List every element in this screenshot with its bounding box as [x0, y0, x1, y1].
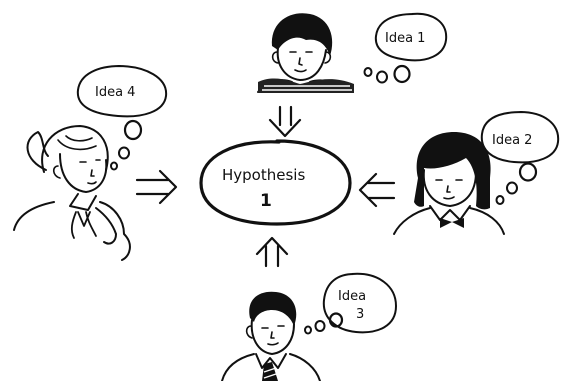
arrow-left-icon	[135, 169, 178, 205]
hypothesis-node: Hypothesis 1	[199, 139, 352, 226]
person-bottom-boy	[221, 291, 321, 381]
idea-2-bubble: Idea 2	[480, 111, 560, 164]
idea-3-bubble: Idea 3	[322, 272, 397, 334]
thought-dots-top	[363, 64, 411, 84]
person-top-boy	[257, 13, 354, 93]
thought-dots-right	[495, 162, 538, 205]
idea-3-label-line1: Idea	[338, 289, 366, 304]
hypothesis-ellipse	[199, 139, 352, 226]
arrow-bottom-icon	[255, 236, 289, 268]
idea-1-label: Idea 1	[385, 31, 425, 46]
arrow-top-icon	[268, 105, 302, 138]
hypothesis-number: 1	[260, 191, 272, 211]
idea-1-bubble: Idea 1	[374, 12, 448, 62]
idea-3-label-line2: 3	[356, 307, 364, 322]
idea-4-bubble: Idea 4	[76, 65, 168, 118]
person-right-girl	[393, 132, 505, 235]
person-left-girl	[13, 125, 131, 261]
hypothesis-title: Hypothesis	[222, 166, 305, 184]
arrow-right-icon	[358, 172, 396, 208]
thought-dots-bottom	[304, 312, 344, 335]
thought-dots-left	[110, 119, 143, 171]
idea-4-label: Idea 4	[95, 85, 135, 100]
idea-2-label: Idea 2	[492, 133, 532, 148]
